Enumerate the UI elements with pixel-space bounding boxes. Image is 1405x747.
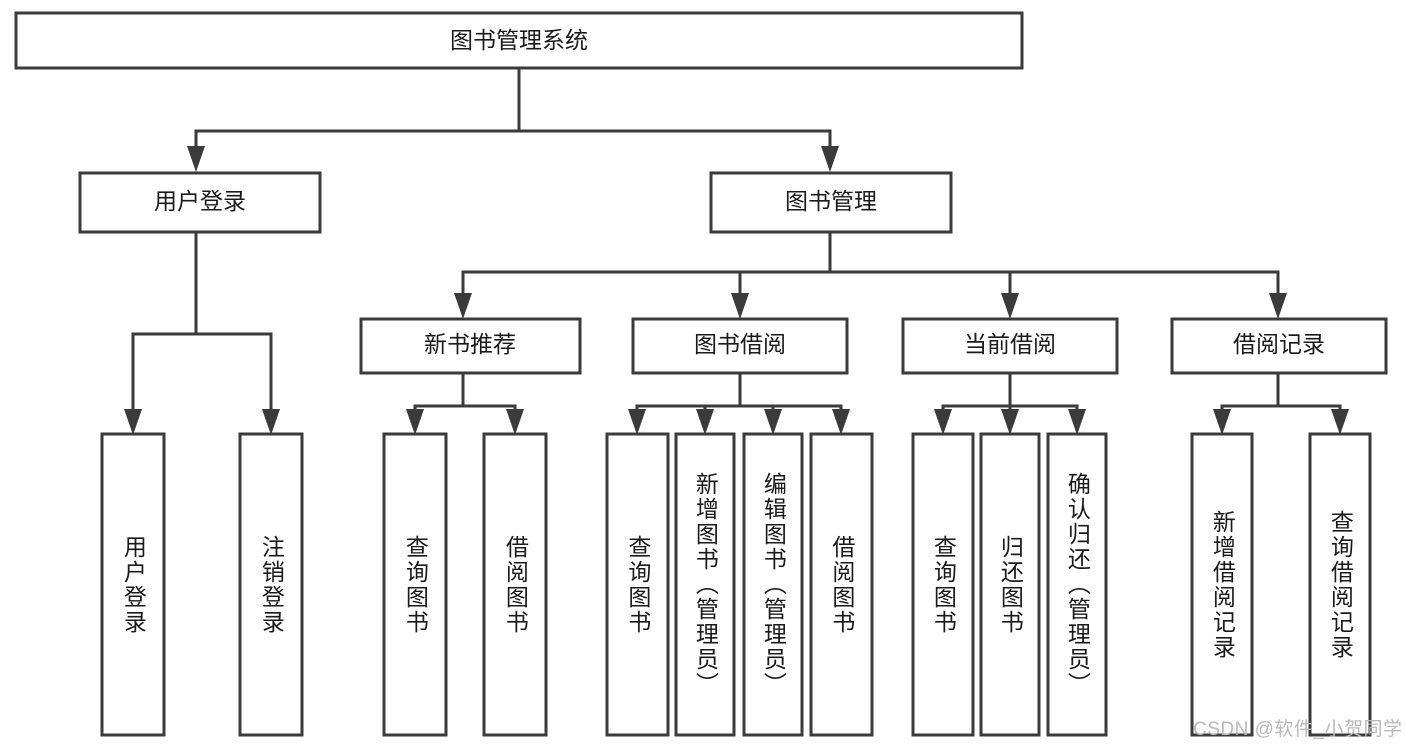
arrow-head-leaf-query-book-3 (934, 409, 952, 435)
node-user-login-box[interactable] (78, 171, 322, 234)
arrow-head-leaf-borrow-book-2 (832, 409, 850, 435)
arrow-head-leaf-query-record (1331, 409, 1349, 435)
node-book-borrow-box[interactable] (631, 317, 849, 375)
leaf-borrow-book-1-box[interactable] (482, 432, 548, 737)
leaf-user-login-box[interactable] (100, 432, 166, 737)
leaf-add-record-box[interactable] (1190, 432, 1254, 737)
arrow-head-leaf-query-book-2 (628, 409, 646, 435)
node-borrow-record-label: 借阅记录 (1233, 331, 1325, 357)
connector-group-new-book-rec (406, 371, 524, 435)
arrow-head-leaf-edit-book (764, 409, 782, 435)
connector-group-user-login (124, 230, 280, 435)
arrow-head-leaf-user-login (124, 409, 142, 435)
connector-group-borrow-record (1213, 371, 1349, 435)
leaf-query-book-3-box[interactable] (911, 432, 975, 737)
node-current-borrow[interactable]: 当前借阅 (901, 317, 1119, 375)
node-book-borrow[interactable]: 图书借阅 (631, 317, 849, 375)
arrow-head-book-borrow (731, 293, 749, 319)
arrow-head-new-book-rec (454, 293, 472, 319)
leaf-return-book-box[interactable] (979, 432, 1041, 737)
arrow-head-leaf-query-book-1 (406, 409, 424, 435)
arrow-head-user-login (187, 146, 205, 172)
node-book-manage-label: 图书管理 (785, 188, 877, 214)
node-borrow-record[interactable]: 借阅记录 (1170, 317, 1388, 375)
node-new-book-rec[interactable]: 新书推荐 (359, 317, 582, 375)
arrow-head-borrow-record (1269, 293, 1287, 319)
connector-group-book-manage (454, 230, 1287, 319)
leaf-confirm-return-box[interactable] (1046, 432, 1108, 737)
node-root-label: 图书管理系统 (450, 27, 588, 53)
leaf-add-book-box[interactable] (674, 432, 736, 737)
connector-group-current-borrow (934, 371, 1086, 435)
arrow-head-leaf-user-logout (262, 409, 280, 435)
connector-group-root (187, 66, 839, 172)
leaf-user-logout-box[interactable] (238, 432, 304, 737)
node-user-login[interactable]: 用户登录 (78, 171, 322, 234)
node-book-manage[interactable]: 图书管理 (709, 171, 953, 234)
node-user-login-label: 用户登录 (154, 188, 246, 214)
arrow-head-book-manage (821, 146, 839, 172)
arrow-head-leaf-add-record (1213, 409, 1231, 435)
node-current-borrow-box[interactable] (901, 317, 1119, 375)
node-current-borrow-label: 当前借阅 (964, 331, 1056, 357)
arrow-head-leaf-return-book (1001, 409, 1019, 435)
node-new-book-rec-box[interactable] (359, 317, 582, 375)
csdn-watermark: CSDN @软件_小贺同学 (1193, 719, 1403, 740)
arrow-head-leaf-add-book (696, 409, 714, 435)
leaf-edit-book-box[interactable] (742, 432, 804, 737)
arrow-head-leaf-borrow-book-1 (506, 409, 524, 435)
node-book-manage-box[interactable] (709, 171, 953, 234)
node-root-box[interactable] (14, 11, 1024, 70)
arrow-head-current-borrow (1001, 293, 1019, 319)
node-root[interactable]: 图书管理系统 (14, 11, 1024, 70)
connector-group-book-borrow (628, 371, 850, 435)
leaf-boxes-group (100, 432, 1372, 737)
leaf-query-record-box[interactable] (1308, 432, 1372, 737)
leaf-borrow-book-2-box[interactable] (809, 432, 874, 737)
leaf-query-book-1-box[interactable] (382, 432, 448, 737)
leaf-query-book-2-box[interactable] (605, 432, 670, 737)
node-book-borrow-label: 图书借阅 (694, 331, 786, 357)
node-new-book-rec-label: 新书推荐 (424, 331, 516, 357)
node-borrow-record-box[interactable] (1170, 317, 1388, 375)
arrow-head-leaf-confirm-return (1068, 409, 1086, 435)
